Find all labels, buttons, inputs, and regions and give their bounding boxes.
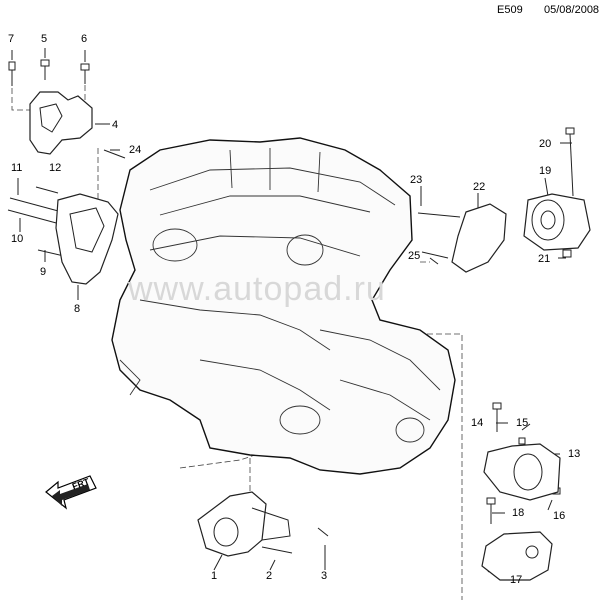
callout-21: 21 — [538, 253, 551, 265]
front-arrow-icon — [45, 475, 97, 510]
callout-24: 24 — [129, 144, 142, 156]
watermark: www.autopad.ru — [128, 270, 386, 308]
drawing-code: E509 — [497, 4, 523, 16]
callout-22: 22 — [473, 181, 486, 193]
callout-10: 10 — [11, 233, 24, 245]
callout-17: 17 — [510, 574, 523, 586]
callout-6: 6 — [81, 33, 88, 45]
callout-20: 20 — [539, 138, 552, 150]
callout-13: 13 — [568, 448, 581, 460]
callout-1: 1 — [211, 570, 218, 582]
callout-9: 9 — [40, 266, 47, 278]
callout-18: 18 — [512, 507, 525, 519]
callout-8: 8 — [74, 303, 81, 315]
callout-2: 2 — [266, 570, 273, 582]
callout-15: 15 — [516, 417, 529, 429]
callout-14: 14 — [471, 417, 484, 429]
callout-16: 16 — [553, 510, 566, 522]
callout-19: 19 — [539, 165, 552, 177]
callout-4: 4 — [112, 119, 119, 131]
callout-7: 7 — [8, 33, 15, 45]
callout-23: 23 — [410, 174, 423, 186]
callout-25: 25 — [408, 250, 421, 262]
callout-3: 3 — [321, 570, 328, 582]
callout-11: 11 — [11, 162, 23, 174]
drawing-date: 05/08/2008 — [544, 4, 600, 16]
callout-12: 12 — [49, 162, 62, 174]
callout-5: 5 — [41, 33, 48, 45]
